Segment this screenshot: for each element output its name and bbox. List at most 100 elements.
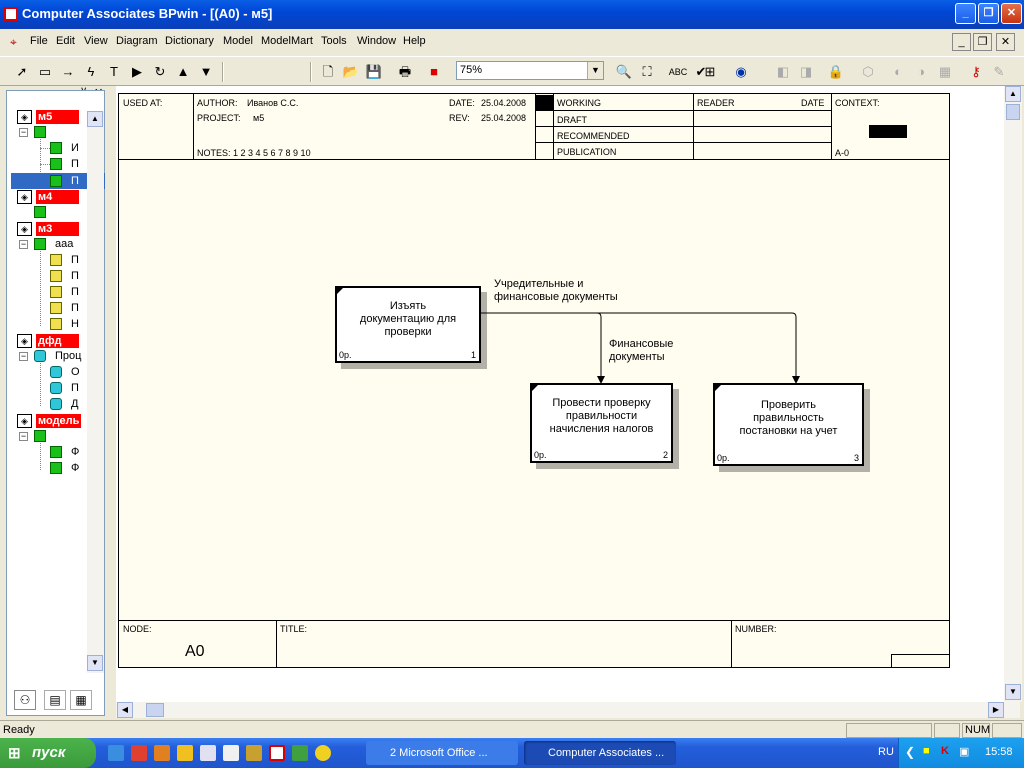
- collapse-icon[interactable]: −: [19, 127, 28, 137]
- menu-help[interactable]: Help: [403, 35, 426, 47]
- arrow-to-activity-2[interactable]: [481, 312, 602, 377]
- tree-item[interactable]: И: [71, 142, 79, 154]
- document-icon[interactable]: ⌖: [10, 35, 17, 49]
- explorer-scrollbar[interactable]: ▲ ▼: [87, 111, 104, 673]
- model-label[interactable]: модель: [36, 414, 81, 428]
- zoom-fit-icon[interactable]: ⛶: [642, 64, 652, 79]
- tree-item[interactable]: П: [71, 270, 79, 282]
- menu-modelmart[interactable]: ModelMart: [261, 35, 313, 47]
- color-icon[interactable]: ■: [430, 64, 438, 79]
- quicklaunch-icon[interactable]: [131, 745, 147, 761]
- print-icon[interactable]: 🖶: [398, 64, 412, 79]
- scroll-up-icon[interactable]: ▲: [1005, 86, 1021, 102]
- minimize-button[interactable]: _: [955, 3, 976, 24]
- bpwin-app-icon[interactable]: [4, 7, 18, 21]
- media-icon[interactable]: [315, 745, 331, 761]
- network-icon[interactable]: ▣: [959, 746, 970, 758]
- arrow-label-2[interactable]: Финансовые документы: [609, 338, 674, 363]
- scroll-right-icon[interactable]: ▶: [988, 702, 1004, 718]
- collapse-icon[interactable]: −: [19, 431, 28, 441]
- tree-item[interactable]: Ф: [71, 462, 80, 474]
- ie-icon[interactable]: [108, 745, 124, 761]
- key-icon[interactable]: ⚷: [971, 64, 981, 79]
- menu-dictionary[interactable]: Dictionary: [165, 35, 214, 47]
- scroll-left-icon[interactable]: ◀: [117, 702, 133, 718]
- menu-window[interactable]: Window: [357, 35, 397, 47]
- word-icon[interactable]: [200, 745, 216, 761]
- close-button[interactable]: ✕: [1001, 3, 1022, 24]
- activity-box-1[interactable]: Изъять документацию для проверки 0р. 1: [335, 286, 481, 363]
- down-triangle-icon[interactable]: ▼: [199, 64, 213, 79]
- task-bpwin[interactable]: Computer Associates ...: [524, 741, 676, 765]
- tree-item[interactable]: Ф: [71, 446, 80, 458]
- zoom-select[interactable]: 75% ▼: [456, 61, 604, 80]
- task-office[interactable]: 2 Microsoft Office ...: [366, 741, 518, 765]
- language-indicator[interactable]: RU: [878, 746, 894, 758]
- quicklaunch-icon[interactable]: [292, 745, 308, 761]
- arrow-to-activity-3[interactable]: [597, 312, 797, 377]
- model-label[interactable]: м4: [36, 190, 79, 204]
- new-icon[interactable]: 🗋: [322, 64, 334, 79]
- arrow-label-1[interactable]: Учредительные и финансовые документы: [494, 278, 618, 303]
- menu-diagram[interactable]: Diagram: [116, 35, 158, 47]
- vertical-scrollbar[interactable]: ▲ ▼: [1004, 86, 1022, 702]
- triangle-right-icon[interactable]: ▶: [132, 64, 142, 79]
- model-explorer[interactable]: ◈ м5 − И П П ◈ м4 ◈ м3 − aaa П П П П Н ◈…: [6, 90, 105, 716]
- model-label[interactable]: дфд: [36, 334, 79, 348]
- tree-item[interactable]: П: [71, 254, 79, 266]
- undo-circle-icon[interactable]: ↻: [154, 64, 166, 79]
- mdi-close-button[interactable]: ✕: [996, 33, 1015, 51]
- up-triangle-icon[interactable]: ▲: [176, 64, 190, 79]
- tree-item[interactable]: П: [71, 302, 79, 314]
- tree-icon[interactable]: ⊞: [704, 64, 716, 79]
- menu-view[interactable]: View: [84, 35, 108, 47]
- quicklaunch-icon[interactable]: [246, 745, 262, 761]
- tray-expand-icon[interactable]: ❮: [905, 745, 916, 759]
- tree-item[interactable]: Д: [71, 398, 79, 410]
- mdi-minimize-button[interactable]: _: [952, 33, 971, 51]
- model-label[interactable]: м5: [36, 110, 79, 124]
- collapse-icon[interactable]: −: [19, 351, 28, 361]
- quicklaunch-icon[interactable]: [154, 745, 170, 761]
- maximize-button[interactable]: ❐: [978, 3, 999, 24]
- tree-item[interactable]: П: [71, 158, 79, 170]
- check-icon[interactable]: ✔: [695, 64, 707, 79]
- quicklaunch-icon[interactable]: [223, 745, 239, 761]
- quicklaunch-icon[interactable]: [177, 745, 193, 761]
- scroll-up-icon[interactable]: ▲: [87, 111, 103, 127]
- tray-icon[interactable]: ■: [923, 745, 930, 757]
- text-icon[interactable]: T: [110, 64, 118, 79]
- mdi-restore-button[interactable]: ❐: [973, 33, 992, 51]
- model-icon[interactable]: ◉: [735, 64, 747, 79]
- horizontal-scrollbar[interactable]: ◀ ▶: [116, 702, 1020, 718]
- diagrams-tab-icon[interactable]: ▤: [44, 690, 66, 710]
- menu-model[interactable]: Model: [223, 35, 253, 47]
- antivirus-icon[interactable]: K: [941, 745, 949, 757]
- spell-icon[interactable]: ABC: [668, 67, 688, 77]
- tree-item[interactable]: aaa: [55, 238, 74, 250]
- save-icon[interactable]: 💾: [365, 64, 383, 79]
- activity-box-2[interactable]: Провести проверку правильности начислени…: [530, 383, 673, 463]
- scroll-thumb[interactable]: [146, 703, 164, 717]
- box-icon[interactable]: ▭: [38, 64, 52, 79]
- scroll-down-icon[interactable]: ▼: [87, 655, 103, 671]
- pointer-icon[interactable]: ➚: [16, 64, 28, 79]
- tree-item[interactable]: Проц: [55, 350, 82, 362]
- activity-box-3[interactable]: Проверить правильность постановки на уче…: [713, 383, 864, 466]
- menu-edit[interactable]: Edit: [56, 35, 75, 47]
- model-label[interactable]: м3: [36, 222, 79, 236]
- scroll-down-icon[interactable]: ▼: [1005, 684, 1021, 700]
- chevron-down-icon[interactable]: ▼: [587, 62, 603, 79]
- collapse-icon[interactable]: −: [19, 239, 28, 249]
- arrow-icon[interactable]: →: [61, 64, 75, 79]
- tree-item[interactable]: П: [71, 175, 79, 187]
- tree-item[interactable]: Н: [71, 318, 79, 330]
- menu-tools[interactable]: Tools: [321, 35, 347, 47]
- squiggle-icon[interactable]: ϟ: [87, 64, 95, 79]
- open-icon[interactable]: 📂: [342, 64, 360, 79]
- bpwin-icon[interactable]: [269, 745, 285, 761]
- start-button[interactable]: ⊞ пуск: [0, 738, 96, 768]
- activities-tab-icon[interactable]: ⚇: [14, 690, 36, 710]
- tree-item[interactable]: П: [71, 286, 79, 298]
- objects-tab-icon[interactable]: ▦: [70, 690, 92, 710]
